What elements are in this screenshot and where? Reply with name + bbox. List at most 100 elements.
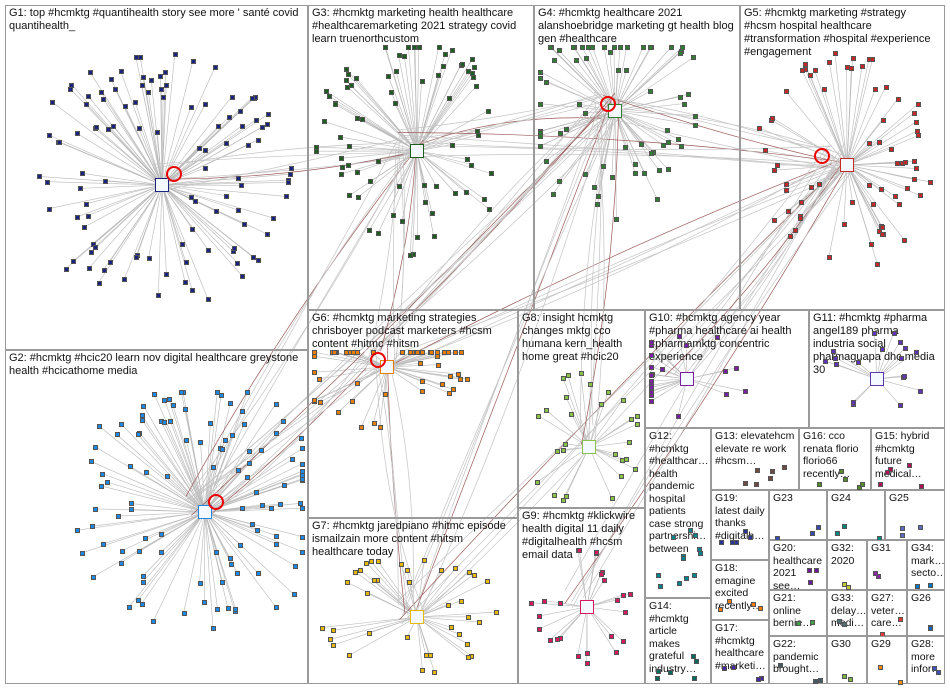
network-node xyxy=(106,126,112,132)
network-node xyxy=(879,347,885,353)
edge xyxy=(416,46,419,152)
network-node xyxy=(312,398,317,404)
edge xyxy=(823,88,848,166)
network-node xyxy=(136,125,142,131)
network-node xyxy=(116,514,122,520)
edge xyxy=(101,485,206,513)
network-node xyxy=(547,45,553,50)
edge xyxy=(846,164,882,228)
network-node xyxy=(755,468,761,474)
edge xyxy=(347,86,418,152)
network-node xyxy=(477,620,483,626)
network-node xyxy=(669,45,675,50)
network-node xyxy=(470,74,476,80)
network-node xyxy=(233,606,239,612)
network-node xyxy=(420,668,426,673)
edge xyxy=(161,167,292,186)
network-node xyxy=(364,560,370,566)
edge xyxy=(161,184,167,274)
network-node xyxy=(486,206,492,212)
edge xyxy=(846,164,916,169)
network-node xyxy=(850,55,856,61)
network-node xyxy=(878,187,884,193)
edge xyxy=(386,364,439,368)
network-node xyxy=(180,241,186,247)
network-node xyxy=(365,591,371,597)
group-label: G33: delay… medi… xyxy=(831,592,867,629)
edge xyxy=(161,167,206,186)
hub-node xyxy=(410,144,424,158)
network-node xyxy=(247,448,253,454)
network-node xyxy=(100,471,106,477)
edge xyxy=(138,127,163,186)
network-node xyxy=(458,598,464,604)
network-node xyxy=(443,51,449,57)
edge xyxy=(416,616,468,645)
edge xyxy=(413,46,418,152)
group-panel-g1: G1: top #hcmktg #quantihealth story see … xyxy=(5,5,308,350)
network-node xyxy=(347,193,353,199)
edge xyxy=(873,332,878,380)
network-node xyxy=(68,86,74,92)
network-node xyxy=(375,558,381,564)
network-node xyxy=(222,438,228,444)
network-node xyxy=(99,483,105,489)
network-node xyxy=(590,45,596,50)
network-node xyxy=(602,577,608,583)
edge xyxy=(93,511,206,578)
network-node xyxy=(878,482,884,488)
network-node xyxy=(692,123,698,129)
edge xyxy=(102,98,163,186)
network-node xyxy=(220,446,226,452)
network-node xyxy=(557,48,562,54)
network-node xyxy=(580,45,586,50)
network-node xyxy=(903,159,909,165)
network-node xyxy=(128,507,134,513)
edge xyxy=(801,70,848,166)
network-node xyxy=(236,207,242,213)
edge xyxy=(204,403,277,513)
inter-group-edge xyxy=(412,145,830,623)
network-node xyxy=(860,63,866,69)
network-node xyxy=(458,350,464,355)
group-panel-g22: G22: pandemic brought… xyxy=(769,636,827,684)
network-node xyxy=(224,193,230,199)
inter-group-edge xyxy=(364,141,400,372)
network-node xyxy=(898,617,904,623)
network-node xyxy=(786,208,792,214)
network-node xyxy=(577,102,583,108)
network-node xyxy=(318,400,324,406)
network-node xyxy=(551,492,557,498)
edge xyxy=(386,366,449,394)
inter-group-edge xyxy=(399,96,601,131)
network-node xyxy=(618,45,624,50)
edge xyxy=(588,416,637,448)
network-node xyxy=(563,394,569,400)
edge xyxy=(614,46,672,112)
edge xyxy=(204,511,206,602)
inter-group-edge xyxy=(594,103,605,441)
network-node xyxy=(913,350,919,356)
network-node xyxy=(152,392,158,398)
network-node xyxy=(240,408,246,414)
network-node xyxy=(666,167,672,173)
group-label: G8: insight hcmktg changes mktg cco huma… xyxy=(522,312,623,363)
inter-group-edge xyxy=(152,151,421,165)
inter-group-edge xyxy=(211,349,367,515)
edge xyxy=(161,184,193,291)
edge xyxy=(588,383,591,448)
network-node xyxy=(932,665,938,671)
network-node xyxy=(904,185,910,191)
network-node xyxy=(118,68,124,74)
edge xyxy=(846,89,876,166)
network-node xyxy=(584,56,590,62)
network-node xyxy=(901,237,907,243)
network-node xyxy=(693,113,699,119)
edge xyxy=(416,611,496,618)
network-node xyxy=(235,467,241,473)
network-node xyxy=(583,172,589,178)
network-node xyxy=(434,184,440,190)
edge xyxy=(161,182,288,186)
network-node xyxy=(731,665,737,671)
group-panel-g10: G10: #hcmktg agency year #pharma healthc… xyxy=(645,310,809,428)
